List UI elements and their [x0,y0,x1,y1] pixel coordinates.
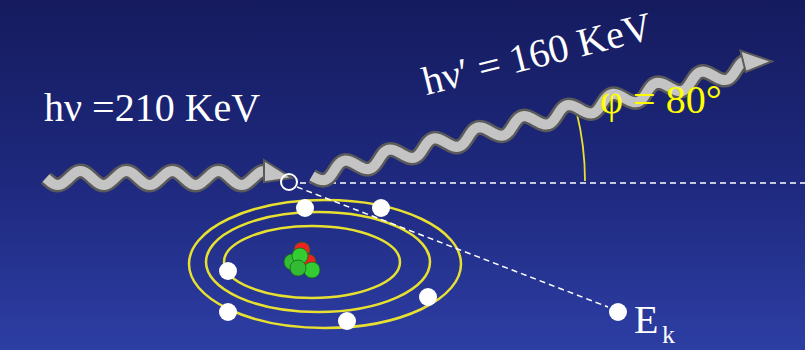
wave-outline [310,61,748,183]
angle-arc [577,112,585,181]
nucleus [284,242,320,278]
ejected-electron [609,303,627,321]
scatter-angle: φ = 80° [600,80,722,120]
kinetic-energy-subscript: k [662,322,675,348]
incident-energy: hν =210 KeV [44,88,260,128]
electron-dot [419,288,437,306]
electron-orbits [189,200,461,328]
electron-dot [219,303,237,321]
reference-line [300,182,805,184]
scattering-site [281,174,297,190]
wave-body [310,61,748,183]
orbit-ellipse [206,212,430,312]
bound-electrons [219,199,437,330]
wave-arrowhead [740,44,772,72]
electron-path [297,187,608,307]
incident-photon [46,160,292,185]
wave-outline [46,171,266,185]
orbit-ellipse [189,200,461,328]
kinetic-energy-symbol: E [634,300,658,340]
nucleon [304,262,320,278]
electron-dot [338,312,356,330]
electron-dot [372,199,390,217]
electron-dot [296,199,314,217]
nucleon [290,260,306,276]
wave-arrowhead [264,160,292,182]
orbit-ellipse [224,226,400,298]
wave-body [46,171,266,185]
electron-dot [219,262,237,280]
